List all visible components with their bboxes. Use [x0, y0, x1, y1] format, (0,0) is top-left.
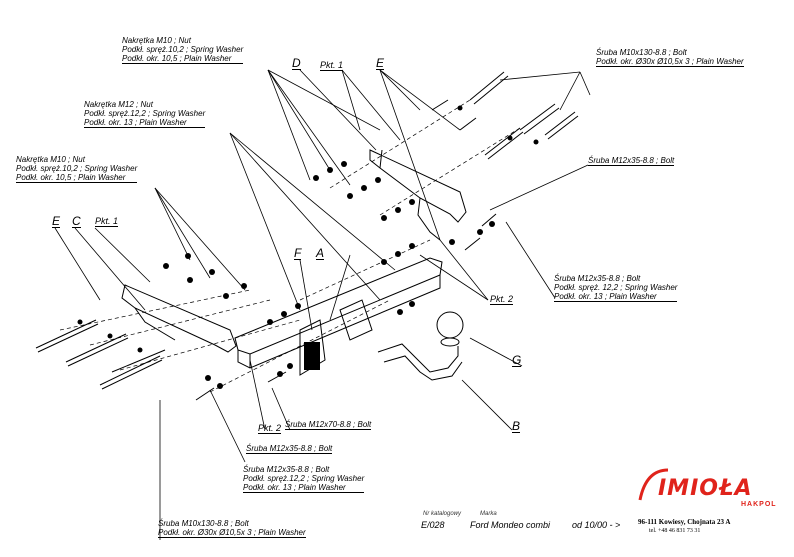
- tag-A: A: [316, 246, 325, 260]
- label-nut-m10-top: Nakrętka M10 ; Nut Podkł. spręż.10,2 ; S…: [122, 36, 244, 64]
- label-plate: [304, 342, 320, 370]
- tag-E-top: E: [376, 56, 385, 70]
- tow-ball: [436, 311, 464, 339]
- model-name: Ford Mondeo combi: [470, 520, 551, 530]
- model-year: od 10/00 - >: [572, 520, 621, 530]
- label-bolt-m12x35-bottom: Śruba M12x35-8.8 ; Bolt: [246, 444, 333, 454]
- label-bolt-m12x35-right: Śruba M12x35-8.8 ; Bolt: [588, 156, 675, 166]
- label-bolt-m12x35-bottom2: Śruba M12x35-8.8 ; Bolt Podkł. spręż.12,…: [243, 465, 365, 493]
- tag-E-left: E: [52, 214, 61, 228]
- bolts-bottom-short: [195, 371, 287, 401]
- nuts-and-washers: [77, 105, 539, 389]
- label-bolt-m12x35-right2: Śruba M12x35-8.8 ; Bolt Podkł. spręż. 12…: [554, 274, 678, 302]
- tag-D: D: [292, 56, 301, 70]
- tag-pkt2-bottom: Pkt. 2: [258, 423, 282, 434]
- left-bracket: [121, 284, 237, 353]
- tag-F: F: [294, 246, 302, 260]
- label-nut-m10-left: Nakrętka M10 ; Nut Podkł. spręż.10,2 ; S…: [16, 155, 138, 183]
- catalog-caption: Nr katalogowy: [423, 511, 462, 517]
- tag-pkt1-top: Pkt. 1: [320, 60, 344, 71]
- neck-plate: [299, 319, 326, 376]
- company-logo-sub: HAKPOL: [741, 501, 777, 508]
- right-bracket: [369, 149, 467, 223]
- tag-pkt1-left: Pkt. 1: [95, 216, 119, 227]
- tag-pkt2-right: Pkt. 2: [490, 294, 514, 305]
- brand-caption: Marka: [480, 511, 497, 517]
- company-phone: tel. +48 46 831 73 31: [649, 528, 701, 534]
- label-bolt-m10x130-bottom: Śruba M10x130-8.8 ; Bolt Podkł. okr. Ø30…: [158, 519, 306, 538]
- tag-B: B: [512, 419, 521, 433]
- label-bolt-m12x70: Śruba M12x70-8.8 ; Bolt: [285, 420, 372, 430]
- label-bolt-m10x130-top: Śruba M10x130-8.8 ; Bolt Podkł. okr. Ø30…: [596, 48, 744, 67]
- bolt-m10x130-top: [469, 71, 579, 160]
- bolts-short: [431, 99, 497, 251]
- tag-C: C: [72, 214, 81, 228]
- logo-swoosh: [638, 468, 669, 501]
- company-address: 96-111 Kowiesy, Chojnata 23 A: [638, 518, 731, 526]
- tow-ball-neck: [377, 343, 459, 373]
- catalog-number: E/028: [421, 520, 445, 530]
- tag-G: G: [512, 353, 522, 367]
- label-nut-m12: Nakrętka M12 ; Nut Podkł. spręż.12,2 ; S…: [84, 100, 206, 128]
- company-logo: IMIOŁA: [658, 476, 753, 501]
- bolt-m10x130-bottom: [35, 319, 166, 390]
